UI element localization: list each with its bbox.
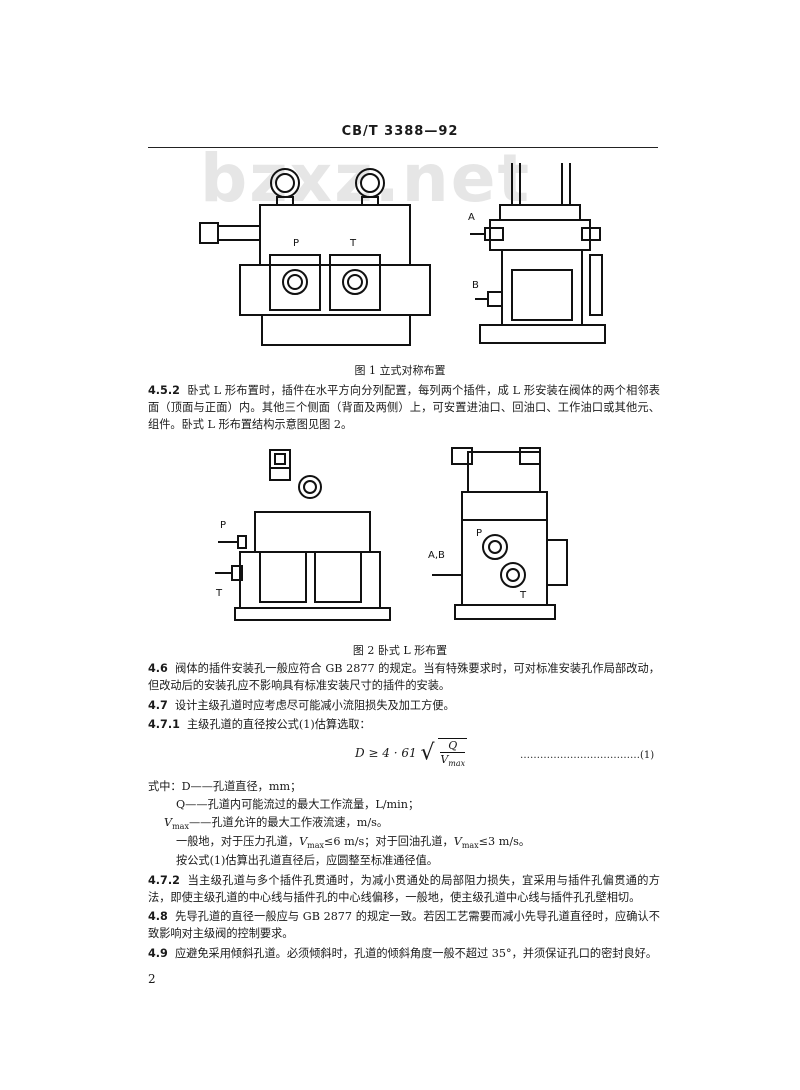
- figure-2-caption: 图 2 卧式 L 形布置: [352, 644, 448, 657]
- fig2-label-t-side: T: [519, 590, 527, 601]
- where-after: 按公式(1)估算出孔道直径后，应圆整至标准通径值。: [176, 854, 438, 867]
- section-number: 4.6: [148, 662, 168, 675]
- section-4-5-2: 4.5.2 卧式 L 形布置时，插件在水平方向分列配置，每列两个插件，成 L 形…: [148, 382, 660, 433]
- fraction-numerator: Q: [440, 739, 466, 753]
- fig2-label-t: T: [215, 588, 223, 599]
- section-text: 先导孔道的直径一般应与 GB 2877 的规定一致。若因工艺需要而减小先导孔道直…: [148, 910, 660, 940]
- section-text: 当主级孔道与多个插件孔贯通时，为减小贯通处的局部阻力损失，宜采用与插件孔偏贯通的…: [148, 874, 660, 904]
- where-line-v: Vmax——孔道允许的最大工作液流速，m/s。: [164, 814, 388, 831]
- section-number: 4.7: [148, 699, 168, 712]
- figure-2-drawing: P T A,B P T: [215, 447, 568, 621]
- where-note: 一般地，对于压力孔道，Vmax≤6 m/s；对于回油孔道，Vmax≤3 m/s。: [176, 833, 530, 850]
- where-v-subscript: max: [172, 822, 189, 832]
- where-lead: 式中：: [148, 780, 182, 793]
- section-4-7: 4.7 设计主级孔道时应考虑尽可能减小流阻损失及加工方便。: [148, 697, 660, 714]
- formula-lhs: D ≥ 4 · 61: [355, 746, 417, 761]
- fig1-label-t: T: [349, 238, 357, 249]
- where-q: Q——孔道内可能流过的最大工作流量，L/min；: [176, 798, 420, 811]
- formula-tag: ………………………………(1): [520, 750, 655, 761]
- section-number: 4.7.2: [148, 874, 180, 887]
- fig2-label-p: P: [220, 520, 226, 531]
- fig1-label-b: B: [472, 280, 479, 291]
- fig1-label-a: A: [468, 212, 475, 223]
- section-4-9: 4.9 应避免采用倾斜孔道。必须倾斜时，孔道的倾斜角度一般不超过 35°，并须保…: [148, 945, 660, 962]
- section-number: 4.8: [148, 910, 168, 923]
- page-number: 2: [148, 972, 156, 986]
- section-4-8: 4.8 先导孔道的直径一般应与 GB 2877 的规定一致。若因工艺需要而减小先…: [148, 908, 660, 942]
- figure-1-caption: 图 1 立式对称布置: [354, 364, 446, 377]
- fig2-label-ab: A,B: [428, 550, 445, 561]
- header-rule: [148, 147, 658, 148]
- formula-1: D ≥ 4 · 61 √ Q Vmax: [355, 738, 468, 769]
- figure-1-drawing: P T A B: [199, 163, 606, 346]
- section-4-7-2: 4.7.2 当主级孔道与多个插件孔贯通时，为减小贯通处的局部阻力损失，宜采用与插…: [148, 872, 660, 906]
- where-v-symbol: V: [164, 816, 173, 829]
- where-v: ——孔道允许的最大工作液流速，m/s。: [188, 816, 389, 829]
- section-text: 主级孔道的直径按公式(1)估算选取：: [186, 718, 371, 731]
- fig2-label-p-side: P: [476, 528, 482, 539]
- where-d: D——孔道直径，mm；: [181, 780, 302, 793]
- where-note-text: 一般地，对于压力孔道，Vmax≤6 m/s；对于回油孔道，Vmax≤3 m/s。: [176, 835, 531, 851]
- sqrt-sign: √: [420, 740, 435, 766]
- section-number: 4.9: [148, 947, 168, 960]
- section-text: 设计主级孔道时应考虑尽可能减小流阻损失及加工方便。: [174, 699, 455, 712]
- section-number: 4.5.2: [148, 384, 180, 397]
- fig1-label-p: P: [293, 238, 299, 249]
- section-4-6: 4.6 阀体的插件安装孔一般应符合 GB 2877 的规定。当有特殊要求时，可对…: [148, 660, 660, 694]
- fraction-denominator: Vmax: [440, 753, 466, 769]
- section-number: 4.7.1: [148, 718, 180, 731]
- formula-fraction: Q Vmax: [438, 738, 468, 769]
- section-text: 阀体的插件安装孔一般应符合 GB 2877 的规定。当有特殊要求时，可对标准安装…: [148, 662, 660, 692]
- section-text: 应避免采用倾斜孔道。必须倾斜时，孔道的倾斜角度一般不超过 35°，并须保证孔口的…: [174, 947, 658, 960]
- section-text: 卧式 L 形布置时，插件在水平方向分列配置，每列两个插件，成 L 形安装在阀体的…: [148, 384, 660, 431]
- section-4-7-1: 4.7.1 主级孔道的直径按公式(1)估算选取：: [148, 716, 660, 733]
- document-header: CB/T 3388—92: [341, 124, 459, 139]
- where-line-d: 式中：D——孔道直径，mm；: [148, 778, 301, 794]
